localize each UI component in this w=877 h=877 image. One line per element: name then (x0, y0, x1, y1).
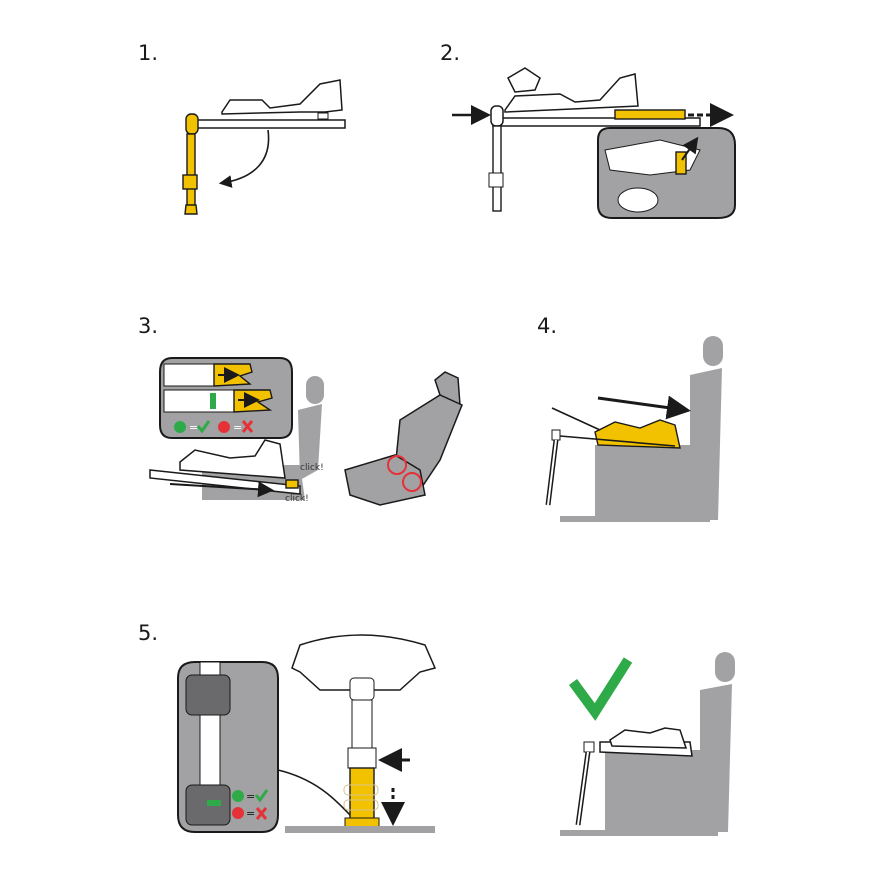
checkmark-icon (254, 789, 269, 803)
push-arrow (597, 395, 691, 420)
step-4-number: 4. (537, 314, 557, 338)
step-3-number: 3. (138, 314, 158, 338)
legend-equals: = (246, 790, 255, 803)
hand-icon (507, 67, 541, 93)
big-checkmark-icon (568, 657, 633, 721)
step-5-panel: 5. = = (138, 621, 437, 833)
vehicle-seat-silhouette (560, 652, 735, 836)
isofix-base (194, 79, 346, 129)
legend-equals: = (246, 807, 255, 820)
checkmark-icon (196, 420, 211, 434)
step-1-number: 1. (138, 41, 158, 65)
legend-incorrect: = (218, 420, 254, 434)
support-leg (182, 113, 199, 215)
legend-correct: = (174, 420, 211, 434)
step-5-number: 5. (138, 621, 158, 645)
cross-icon (255, 807, 268, 820)
cross-icon (241, 420, 254, 433)
click-label-bottom: click! (285, 494, 309, 504)
click-label-top: click! (300, 463, 324, 473)
fold-down-arrow (218, 129, 270, 188)
final-correct-panel (560, 652, 735, 836)
legend-equals: = (189, 421, 198, 434)
legend-equals: = (233, 421, 242, 434)
step-1-panel: 1. (138, 41, 346, 215)
step-4-panel: 4. (537, 314, 723, 522)
car-seat-isofix-points (344, 371, 463, 506)
step-2-panel: 2. (440, 41, 736, 219)
step-2-number: 2. (440, 41, 460, 65)
vehicle-seat-silhouette (560, 336, 723, 522)
step-3-panel: 3. click! click! = = (138, 314, 463, 506)
